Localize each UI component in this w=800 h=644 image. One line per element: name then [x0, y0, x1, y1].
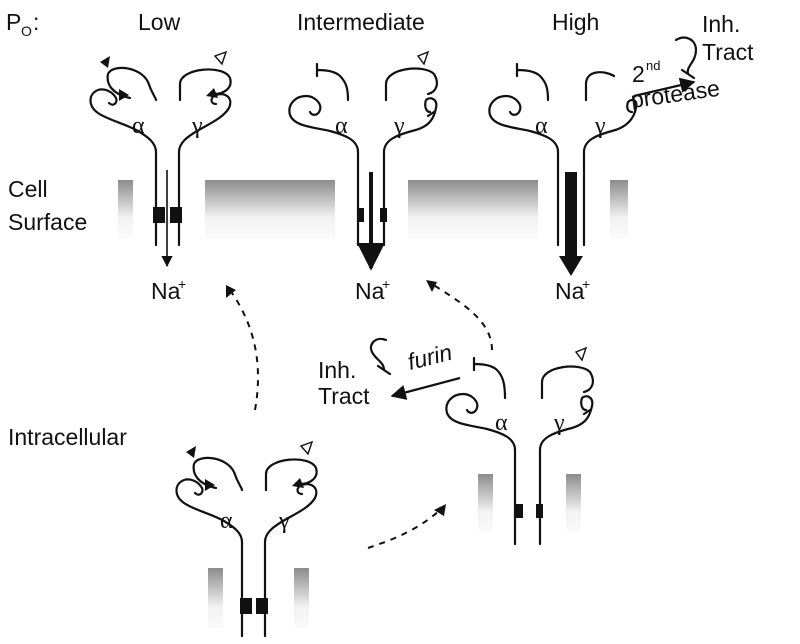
- gamma-subunit: [177, 68, 232, 247]
- alpha-label: α: [220, 508, 233, 534]
- gate-block: [240, 598, 252, 614]
- triangle-open-icon: [299, 440, 314, 456]
- gate-block: [516, 504, 523, 518]
- triangle-filled-icon: [119, 89, 129, 101]
- na-plus: +: [382, 276, 390, 292]
- gate-block: [536, 504, 543, 518]
- second-protease-cleavage: 2 nd protease Inh. Tract: [629, 11, 754, 113]
- po-colon: :: [33, 9, 39, 35]
- channel-intermediate: α γ Na +: [288, 50, 438, 304]
- membrane-segment: [294, 568, 309, 628]
- na-flux-arrow-thick: [559, 172, 583, 276]
- gamma-subunit: [382, 67, 438, 247]
- gamma-label: γ: [594, 113, 606, 139]
- arrowhead-icon: [434, 504, 446, 516]
- gate-block: [380, 208, 387, 222]
- furin-label: furin: [405, 339, 455, 375]
- second-number: 2: [632, 61, 645, 87]
- trafficking-arrow-to-low: [229, 289, 259, 411]
- alpha-label: α: [132, 113, 145, 139]
- alpha-subunit: [288, 62, 360, 247]
- high-label: High: [552, 9, 599, 35]
- alpha-label: α: [335, 113, 348, 139]
- membrane-segment: [118, 180, 133, 238]
- intermediate-label: Intermediate: [297, 9, 425, 35]
- gate-block: [153, 207, 165, 223]
- gamma-label: γ: [278, 508, 290, 534]
- triangle-filled-icon: [186, 446, 196, 458]
- trafficking-arrow-to-furin: [367, 509, 441, 549]
- triangle-filled-icon: [206, 88, 218, 98]
- top-membrane: [118, 180, 628, 238]
- membrane-segment: [566, 474, 581, 532]
- inh-label: Inh.: [702, 11, 740, 37]
- triangle-filled-icon: [205, 479, 215, 491]
- alpha-label: α: [495, 410, 508, 436]
- na-label: Na: [151, 278, 181, 304]
- na-label: Na: [555, 278, 585, 304]
- tract-label: Tract: [702, 39, 754, 65]
- arrowhead-icon: [226, 285, 236, 298]
- gamma-subunit: [538, 365, 594, 546]
- alpha-subunit: [175, 456, 244, 638]
- triangle-filled-icon: [100, 56, 110, 68]
- alpha-label: α: [535, 113, 548, 139]
- gamma-label: γ: [553, 410, 565, 436]
- triangle-open-icon: [574, 346, 588, 362]
- triangle-open-icon: [213, 50, 228, 66]
- low-label: Low: [138, 9, 181, 35]
- membrane-segment: [478, 474, 493, 532]
- po-label: P O :: [6, 9, 39, 39]
- surface-label: Surface: [8, 209, 87, 235]
- channel-furin-processed: α γ: [445, 346, 594, 546]
- gate-block: [170, 207, 182, 223]
- gate-block: [357, 208, 364, 222]
- gamma-label: γ: [191, 113, 203, 139]
- alpha-subunit: [445, 356, 517, 546]
- po-text: P: [6, 9, 21, 35]
- alpha-subunit: [89, 66, 158, 247]
- cell-label: Cell: [8, 176, 48, 202]
- gate-block: [256, 598, 268, 614]
- alpha-subunit: [488, 62, 560, 247]
- na-plus: +: [178, 276, 186, 292]
- gamma-label: γ: [393, 113, 405, 139]
- channel-intracellular: α γ: [175, 440, 318, 638]
- gamma-subunit: [263, 458, 318, 638]
- channel-low: α γ Na +: [89, 50, 232, 304]
- arrowhead-icon: [426, 280, 437, 292]
- membrane-segment: [208, 568, 223, 628]
- intracellular-label: Intracellular: [8, 424, 127, 450]
- membrane-segment: [205, 180, 335, 238]
- second-superscript: nd: [646, 58, 660, 73]
- membrane-segment: [408, 180, 538, 238]
- triangle-filled-icon: [292, 478, 304, 488]
- inh-label: Inh.: [318, 357, 356, 383]
- na-plus: +: [582, 276, 590, 292]
- furin-cleavage: furin Inh. Tract: [318, 337, 461, 409]
- membrane-segment: [610, 180, 628, 238]
- inh-tract-peptide: [674, 36, 698, 80]
- inh-tract-peptide: [369, 337, 392, 376]
- protease-arrow: [633, 77, 696, 98]
- channel-high: α γ Na +: [488, 62, 638, 304]
- tract-label: Tract: [318, 383, 370, 409]
- triangle-open-icon: [416, 50, 430, 66]
- na-label: Na: [355, 278, 385, 304]
- gamma-subunit: [582, 71, 638, 247]
- po-subscript: O: [21, 23, 32, 39]
- furin-arrow: [390, 376, 461, 400]
